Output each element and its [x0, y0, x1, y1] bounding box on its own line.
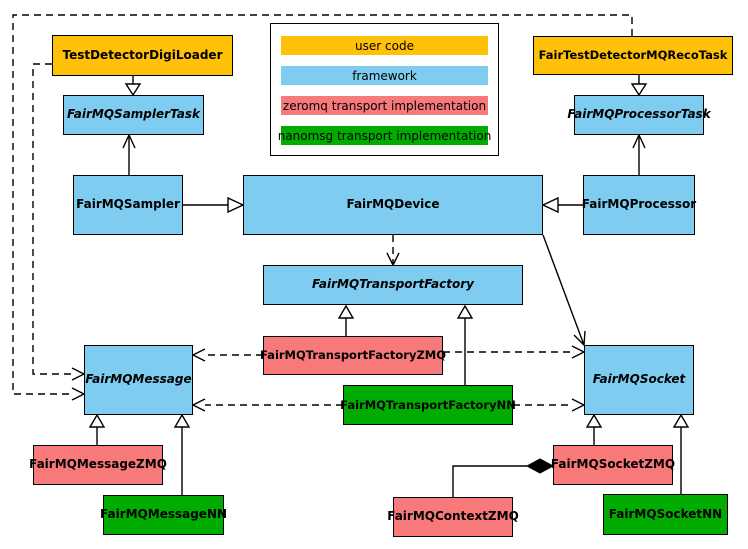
edge-association-device-socket	[542, 234, 586, 347]
edge-inheritance-digiloader-samplertask	[124, 76, 142, 97]
edge-dependency-factoryzmq-socket	[443, 345, 586, 359]
edge-dependency-device-transportfactory	[386, 235, 400, 267]
node-fairmq-message-nn: FairMQMessageNN	[100, 495, 227, 535]
node-fairmq-socket: FairMQSocket	[584, 345, 694, 415]
edge-inheritance-messagezmq-message	[88, 413, 106, 445]
edge-dependency-factorynn-message	[191, 398, 343, 412]
node-fairmq-transport-factory-zmq: FairMQTransportFactoryZMQ	[260, 336, 446, 375]
node-fairmq-socket-zmq: FairMQSocketZMQ	[551, 445, 675, 485]
edge-inheritance-socketzmq-socket	[585, 413, 603, 445]
edge-dependency-factoryzmq-message	[191, 348, 263, 362]
legend-item-nanomsg: nanomsg transport implementation	[278, 126, 491, 145]
edge-inheritance-socketnn-socket	[672, 413, 690, 494]
node-fairmq-processor-task: FairMQProcessorTask	[567, 95, 711, 135]
node-fairmq-transport-factory-nn: FairMQTransportFactoryNN	[340, 385, 516, 425]
edge-inheritance-recotask-processortask	[630, 75, 648, 97]
node-fairmq-sampler: FairMQSampler	[73, 175, 183, 235]
edge-association-sampler-samplertask	[122, 133, 136, 175]
node-fairmq-transport-factory: FairMQTransportFactory	[263, 265, 523, 305]
node-fairmq-message-zmq: FairMQMessageZMQ	[29, 445, 167, 485]
edge-inheritance-messagenn-message	[173, 413, 191, 495]
edge-dependency-factorynn-socket	[513, 398, 586, 412]
node-fairmq-message: FairMQMessage	[84, 345, 193, 415]
edge-association-processor-processortask	[632, 133, 646, 175]
edge-inheritance-sampler-device	[183, 196, 245, 214]
node-test-detector-digi-loader: TestDetectorDigiLoader	[52, 35, 233, 76]
legend: user code framework zeromq transport imp…	[270, 23, 499, 156]
node-fairmq-socket-nn: FairMQSocketNN	[603, 494, 728, 535]
node-fairmq-sampler-task: FairMQSamplerTask	[63, 95, 204, 135]
node-fairmq-device: FairMQDevice	[243, 175, 543, 235]
legend-item-framework: framework	[281, 66, 488, 85]
node-fairmq-processor: FairMQProcessor	[582, 175, 696, 235]
node-fairmq-context-zmq: FairMQContextZMQ	[387, 497, 519, 537]
legend-item-zeromq: zeromq transport implementation	[281, 96, 488, 115]
edge-inheritance-factorynn-transportfactory	[456, 304, 474, 385]
edge-inheritance-factoryzmq-transportfactory	[337, 304, 355, 336]
edge-inheritance-processor-device	[541, 196, 583, 214]
legend-item-user-code: user code	[281, 36, 488, 55]
edge-composition-socketzmq-contextzmq	[452, 458, 555, 497]
node-fair-test-detector-mq-reco-task: FairTestDetectorMQRecoTask	[533, 36, 733, 75]
